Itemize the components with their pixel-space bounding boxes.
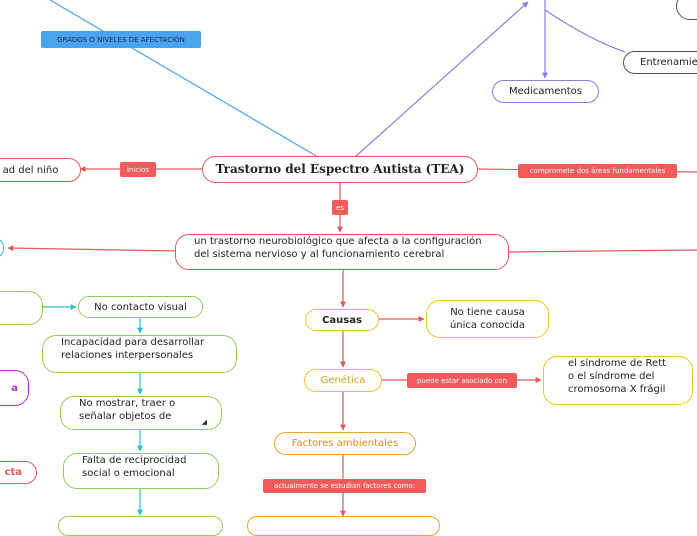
node-rett[interactable]: el síndrome de Rett o el síndrome del cr… [543, 356, 693, 405]
rett-line-2: o el síndrome del [568, 371, 655, 382]
node-factores[interactable]: Factores ambientales [274, 432, 416, 455]
label-es: es [332, 200, 348, 215]
node-edad-nino[interactable]: ad del niño [0, 158, 81, 182]
node-left-magenta[interactable]: a [0, 370, 29, 406]
no-mostrar-line-1: No mostrar, traer o [79, 398, 176, 409]
falta-line-1: Falta de reciprocidad [82, 455, 187, 466]
node-bottom-orange[interactable] [247, 516, 440, 536]
node-falta[interactable]: Falta de reciprocidad social o emocional [63, 453, 219, 489]
node-bottom-green[interactable] [58, 516, 223, 536]
label-puede: puede estar asociado con [407, 373, 517, 388]
no-causa-line-1: No tiene causa [450, 307, 525, 318]
node-incapacidad[interactable]: Incapacidad para desarrollar relaciones … [42, 335, 237, 373]
node-entrenamiento[interactable]: Entrenamie [623, 51, 697, 74]
node-left-green[interactable] [0, 291, 43, 325]
edge-main-up [354, 1, 529, 158]
node-genetica[interactable]: Genética [304, 369, 382, 392]
node-definition[interactable]: un trastorno neurobiológico que afecta a… [175, 234, 509, 270]
node-main-title[interactable]: Trastorno del Espectro Autista (TEA) [202, 156, 478, 183]
no-mostrar-line-2: señalar objetos de [79, 411, 172, 422]
definition-line-1: un trastorno neurobiológico que afecta a… [194, 236, 482, 247]
incapacidad-line-1: Incapacidad para desarrollar [61, 337, 205, 348]
edge-grados [49, 0, 319, 158]
node-left-cta[interactable]: cta [0, 461, 37, 484]
label-grados: GRADOS O NIVELES DE AFECTACIÓN [41, 31, 201, 48]
node-medicamentos[interactable]: Medicamentos [492, 80, 599, 103]
no-causa-line-2: única conocida [449, 320, 526, 331]
node-no-mostrar[interactable]: No mostrar, traer o señalar objetos de ◢ [60, 396, 222, 430]
node-no-causa[interactable]: No tiene causa única conocida [426, 300, 549, 338]
node-top-right[interactable] [676, 0, 697, 20]
edge-entrenamiento [544, 9, 626, 53]
label-actualmente: actualmente se estudian factores como: [263, 479, 426, 493]
edge-def-right [507, 249, 697, 253]
incapacidad-line-2: relaciones interpersonales [61, 350, 194, 361]
label-inicios: inicios [120, 162, 156, 177]
rett-line-3: cromosoma X frágil [568, 384, 666, 395]
label-compromete: compromete dos áreas fundamentales [518, 164, 677, 178]
rett-line-1: el síndrome de Rett [568, 358, 667, 369]
resize-handle-icon[interactable]: ◢ [201, 417, 207, 426]
falta-line-2: social o emocional [82, 468, 175, 479]
definition-line-2: del sistema nervioso y al funcionamiento… [194, 249, 445, 260]
node-causas[interactable]: Causas [305, 309, 379, 331]
edge-def-left [7, 245, 177, 252]
node-no-contacto[interactable]: No contacto visual [78, 296, 203, 318]
